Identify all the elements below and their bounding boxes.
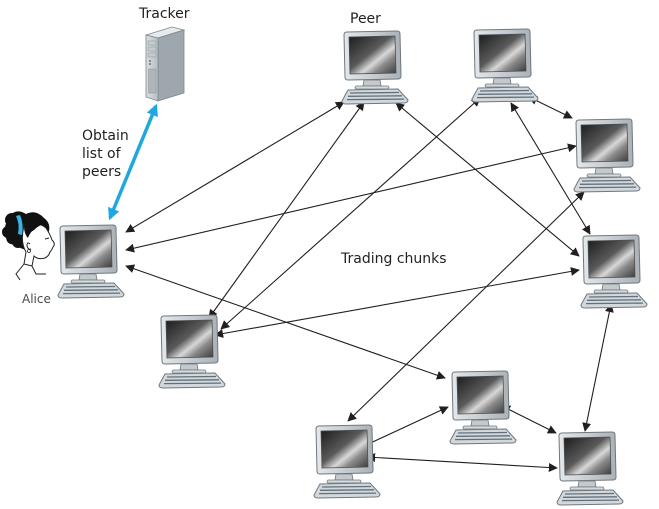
alice-computer-icon[interactable]	[57, 224, 125, 299]
peer-7-computer-icon[interactable]	[313, 424, 381, 499]
chunk-trade-arrow-alice-pc-peer-1	[125, 101, 345, 233]
alice-label: Alice	[22, 292, 51, 306]
chunk-trade-arrow-peer-7-peer-8	[366, 452, 558, 473]
obtain-list-label-line2: list of	[82, 146, 121, 162]
tracker-label: Tracker	[139, 6, 190, 22]
peer-4-computer-icon[interactable]	[580, 234, 648, 309]
chunk-trade-arrow-peer-5-peer-4	[214, 266, 580, 339]
peer-6-computer-icon[interactable]	[449, 370, 517, 445]
chunk-trade-arrow-peer-5-peer-1	[208, 101, 365, 319]
peer-8-computer-icon[interactable]	[556, 431, 624, 506]
edges-layer	[108, 96, 614, 473]
trading-chunks-label: Trading chunks	[341, 251, 447, 267]
chunk-trade-arrow-peer-1-peer-4	[395, 102, 580, 257]
chunk-trade-arrow-peer-6-peer-7	[363, 406, 449, 447]
chunk-trade-arrow-peer-4-peer-8	[582, 303, 614, 432]
tracker-server-icon[interactable]	[144, 26, 186, 102]
peer-1-computer-icon[interactable]	[341, 30, 409, 105]
peer-2-computer-icon[interactable]	[471, 28, 539, 103]
obtain-list-label-line1: Obtain	[82, 128, 129, 144]
peer-label: Peer	[350, 11, 381, 27]
alice-person-icon	[2, 211, 55, 281]
peer-3-computer-icon[interactable]	[573, 118, 641, 193]
peer-5-computer-icon[interactable]	[158, 314, 226, 389]
chunk-trade-arrow-peer-6-peer-8	[501, 405, 557, 434]
chunk-trade-arrow-alice-pc-peer-3	[125, 143, 577, 253]
obtain-list-label-line3: peers	[82, 164, 122, 180]
chunk-trade-arrow-peer-3-peer-7	[347, 191, 585, 422]
